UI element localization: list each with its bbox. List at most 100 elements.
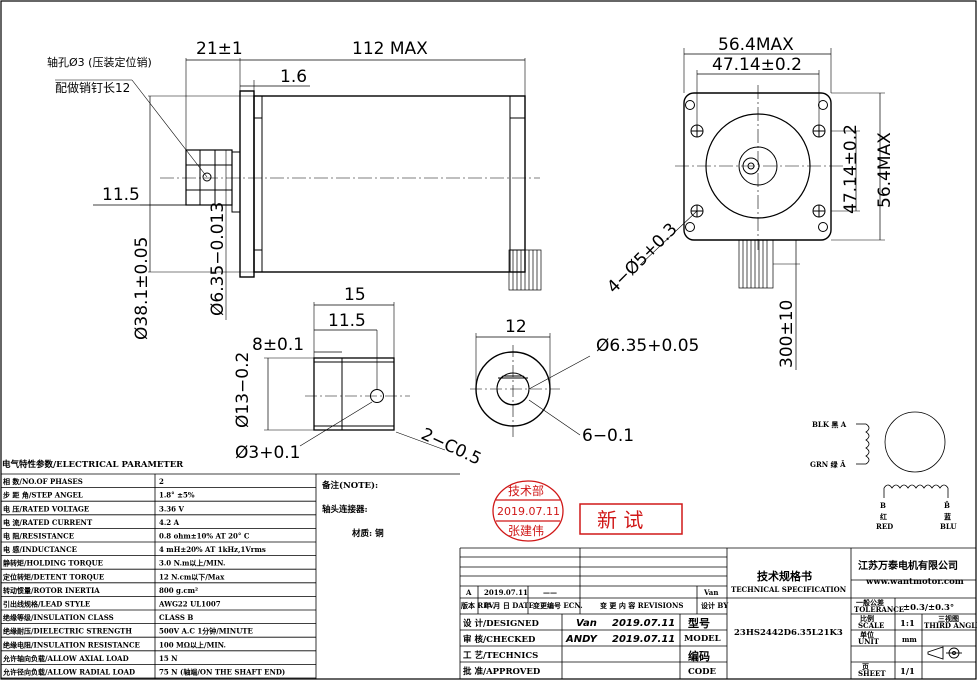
checker-name: ANDY xyxy=(565,634,599,645)
checked-label: 审 核/CHECKED xyxy=(463,634,536,645)
wiring-diagram xyxy=(856,411,949,498)
title-block xyxy=(459,547,976,679)
designer-name: Van xyxy=(576,618,597,629)
param-name: 允许径向负载/ALLOW RADIAL LOAD xyxy=(2,668,135,677)
proj-cn: 三视图 xyxy=(938,614,959,623)
dim-11-5: 11.5 xyxy=(102,185,140,205)
param-name: 绝缘电阻/INSULATION RESISTANCE xyxy=(3,640,140,649)
code-cn: 编码 xyxy=(688,649,710,663)
connector-label: 轴头连接器: xyxy=(322,504,368,515)
rev-h2: 年 月 日 DATE xyxy=(484,601,534,610)
rev-date: 2019.07.11 xyxy=(484,588,528,597)
model-cn: 型号 xyxy=(688,616,710,630)
param-value: 75 N (轴端/ON THE SHAFT END) xyxy=(159,668,285,677)
param-name: 允许轴向负载/ALLOW AXIAL LOAD xyxy=(2,654,129,663)
param-value: 100 MΩ以上/MIN. xyxy=(159,640,226,649)
spec-en: TECHNICAL SPECIFICATION xyxy=(731,585,847,594)
stamp-dept: 技术部 xyxy=(508,483,544,498)
wire-b: B xyxy=(880,501,886,510)
tol-en: TOLERANCE xyxy=(854,605,904,614)
param-name: 定位转矩/DETENT TORQUE xyxy=(3,572,104,581)
param-name: 绝缘等级/INSULATION CLASS xyxy=(3,613,114,622)
dim-coupler-d13: Ø13−0.2 xyxy=(233,352,253,428)
dim-mount-holes: 4−Ø5+0.3 xyxy=(603,219,681,297)
param-value: 15 N xyxy=(159,654,178,663)
param-value: 500V A.C 1分钟/MINUTE xyxy=(159,627,253,636)
rev-by: Van xyxy=(703,588,718,597)
side-lead-wires xyxy=(508,249,542,291)
param-value: 3.0 N.m以上/MIN. xyxy=(159,559,225,568)
wire-blu-cn: 蓝 xyxy=(944,512,951,521)
dim-section-d635: Ø6.35+0.05 xyxy=(596,336,699,356)
dim-coupler-d3: Ø3+0.1 xyxy=(235,443,300,463)
model-en: MODEL xyxy=(684,634,721,644)
front-lead-wires xyxy=(738,239,774,289)
scale-en: SCALE xyxy=(858,621,884,630)
note-label: 备注(NOTE): xyxy=(321,480,378,491)
dim-21: 21±1 xyxy=(196,39,243,59)
section-view xyxy=(470,333,591,440)
param-value: 4 mH±20% AT 1kHz,1Vrms xyxy=(159,545,266,554)
unit-cn: 单位 xyxy=(860,630,874,639)
sheet-cn: 页 xyxy=(862,662,869,671)
param-value: 0.8 ohm±10% AT 20° C xyxy=(159,532,250,541)
hole-note-1: 轴孔Ø3 (压装定位销) xyxy=(47,55,152,69)
param-name: 电 压/RATED VOLTAGE xyxy=(3,504,89,513)
scale-cn: 比例 xyxy=(860,614,874,623)
sheet-en: SHEET xyxy=(858,669,886,678)
parameter-table xyxy=(1,473,460,679)
dim-47-14-height: 47.14±0.2 xyxy=(841,124,861,214)
param-name: 电 阻/RESISTANCE xyxy=(3,532,74,541)
new-trial-stamp xyxy=(579,503,683,535)
model-value: 23HS2442D6.35L21K3 xyxy=(734,628,843,638)
rev-h3: 变更编号 ECN. xyxy=(533,601,583,610)
unit-value: mm xyxy=(902,635,917,644)
dim-d38: Ø38.1±0.05 xyxy=(132,237,152,340)
stamp-person: 张建伟 xyxy=(508,524,544,538)
check-date: 2019.07.11 xyxy=(612,634,675,645)
param-name: 步 距 角/STEP ANGEL xyxy=(3,491,83,500)
wire-red-en: RED xyxy=(876,522,893,531)
param-value: 2 xyxy=(159,477,164,486)
rev-h5: 设计 BY xyxy=(701,601,729,610)
stamp-date: 2019.07.11 xyxy=(497,505,560,518)
dim-lead-length: 300±10 xyxy=(777,300,797,368)
spec-cn: 技术规格书 xyxy=(757,569,812,583)
param-name: 电 流/RATED CURRENT xyxy=(3,518,93,527)
designed-label: 设 计/DESIGNED xyxy=(463,618,540,629)
scale-value: 1:1 xyxy=(900,619,915,629)
rev-dash: —— xyxy=(543,588,557,597)
param-value: AWG22 UL1007 xyxy=(158,600,221,609)
dim-56-4-width: 56.4MAX xyxy=(718,35,794,55)
rev-a: A xyxy=(465,588,472,597)
rev-h1: 版本 REV. xyxy=(461,601,495,610)
code-en: CODE xyxy=(688,667,717,677)
tol-value: ±0.3/±0.3° xyxy=(903,603,954,613)
company-name: 江苏万泰电机有限公司 xyxy=(858,559,958,572)
coupler-view xyxy=(264,302,446,451)
technics-label: 工 艺/TECHNICS xyxy=(463,650,538,661)
title-block-text: A 2019.07.11 —— Van 版本 REV. 年 月 日 DATE 变… xyxy=(461,559,977,678)
proj-en: THIRD ANGLE PROJECTION xyxy=(924,621,977,630)
dim-section-6: 6−0.1 xyxy=(582,426,634,446)
tol-cn: 一般公差 xyxy=(856,598,884,607)
rev-h4: 变 更 内 容 REVISIONS xyxy=(600,601,684,610)
company-web: www.wantmotor.com xyxy=(865,577,964,587)
param-name: 静转矩/HOLDING TORQUE xyxy=(3,559,103,568)
dim-coupler-15: 15 xyxy=(344,285,366,305)
dim-coupler-8: 8±0.1 xyxy=(252,335,304,355)
wire-bbar: B̄ xyxy=(944,501,950,510)
front-view xyxy=(639,48,885,370)
material-label: 材质: 铜 xyxy=(351,528,384,539)
param-name: 转动惯量/ROTOR INERTIA xyxy=(3,586,100,595)
param-name: 引出线规格/LEAD STYLE xyxy=(3,600,90,609)
design-date: 2019.07.11 xyxy=(612,618,675,629)
param-value: 1.8° ±5% xyxy=(159,491,195,500)
param-value: 800 g.cm² xyxy=(159,586,198,595)
sheet-value: 1/1 xyxy=(900,667,915,677)
dim-d635-tol: Ø6.35−0.013 xyxy=(208,202,228,316)
dim-47-14-width: 47.14±0.2 xyxy=(712,55,802,75)
param-name: 绝缘耐压/DIELECTRIC STRENGTH xyxy=(3,627,132,636)
